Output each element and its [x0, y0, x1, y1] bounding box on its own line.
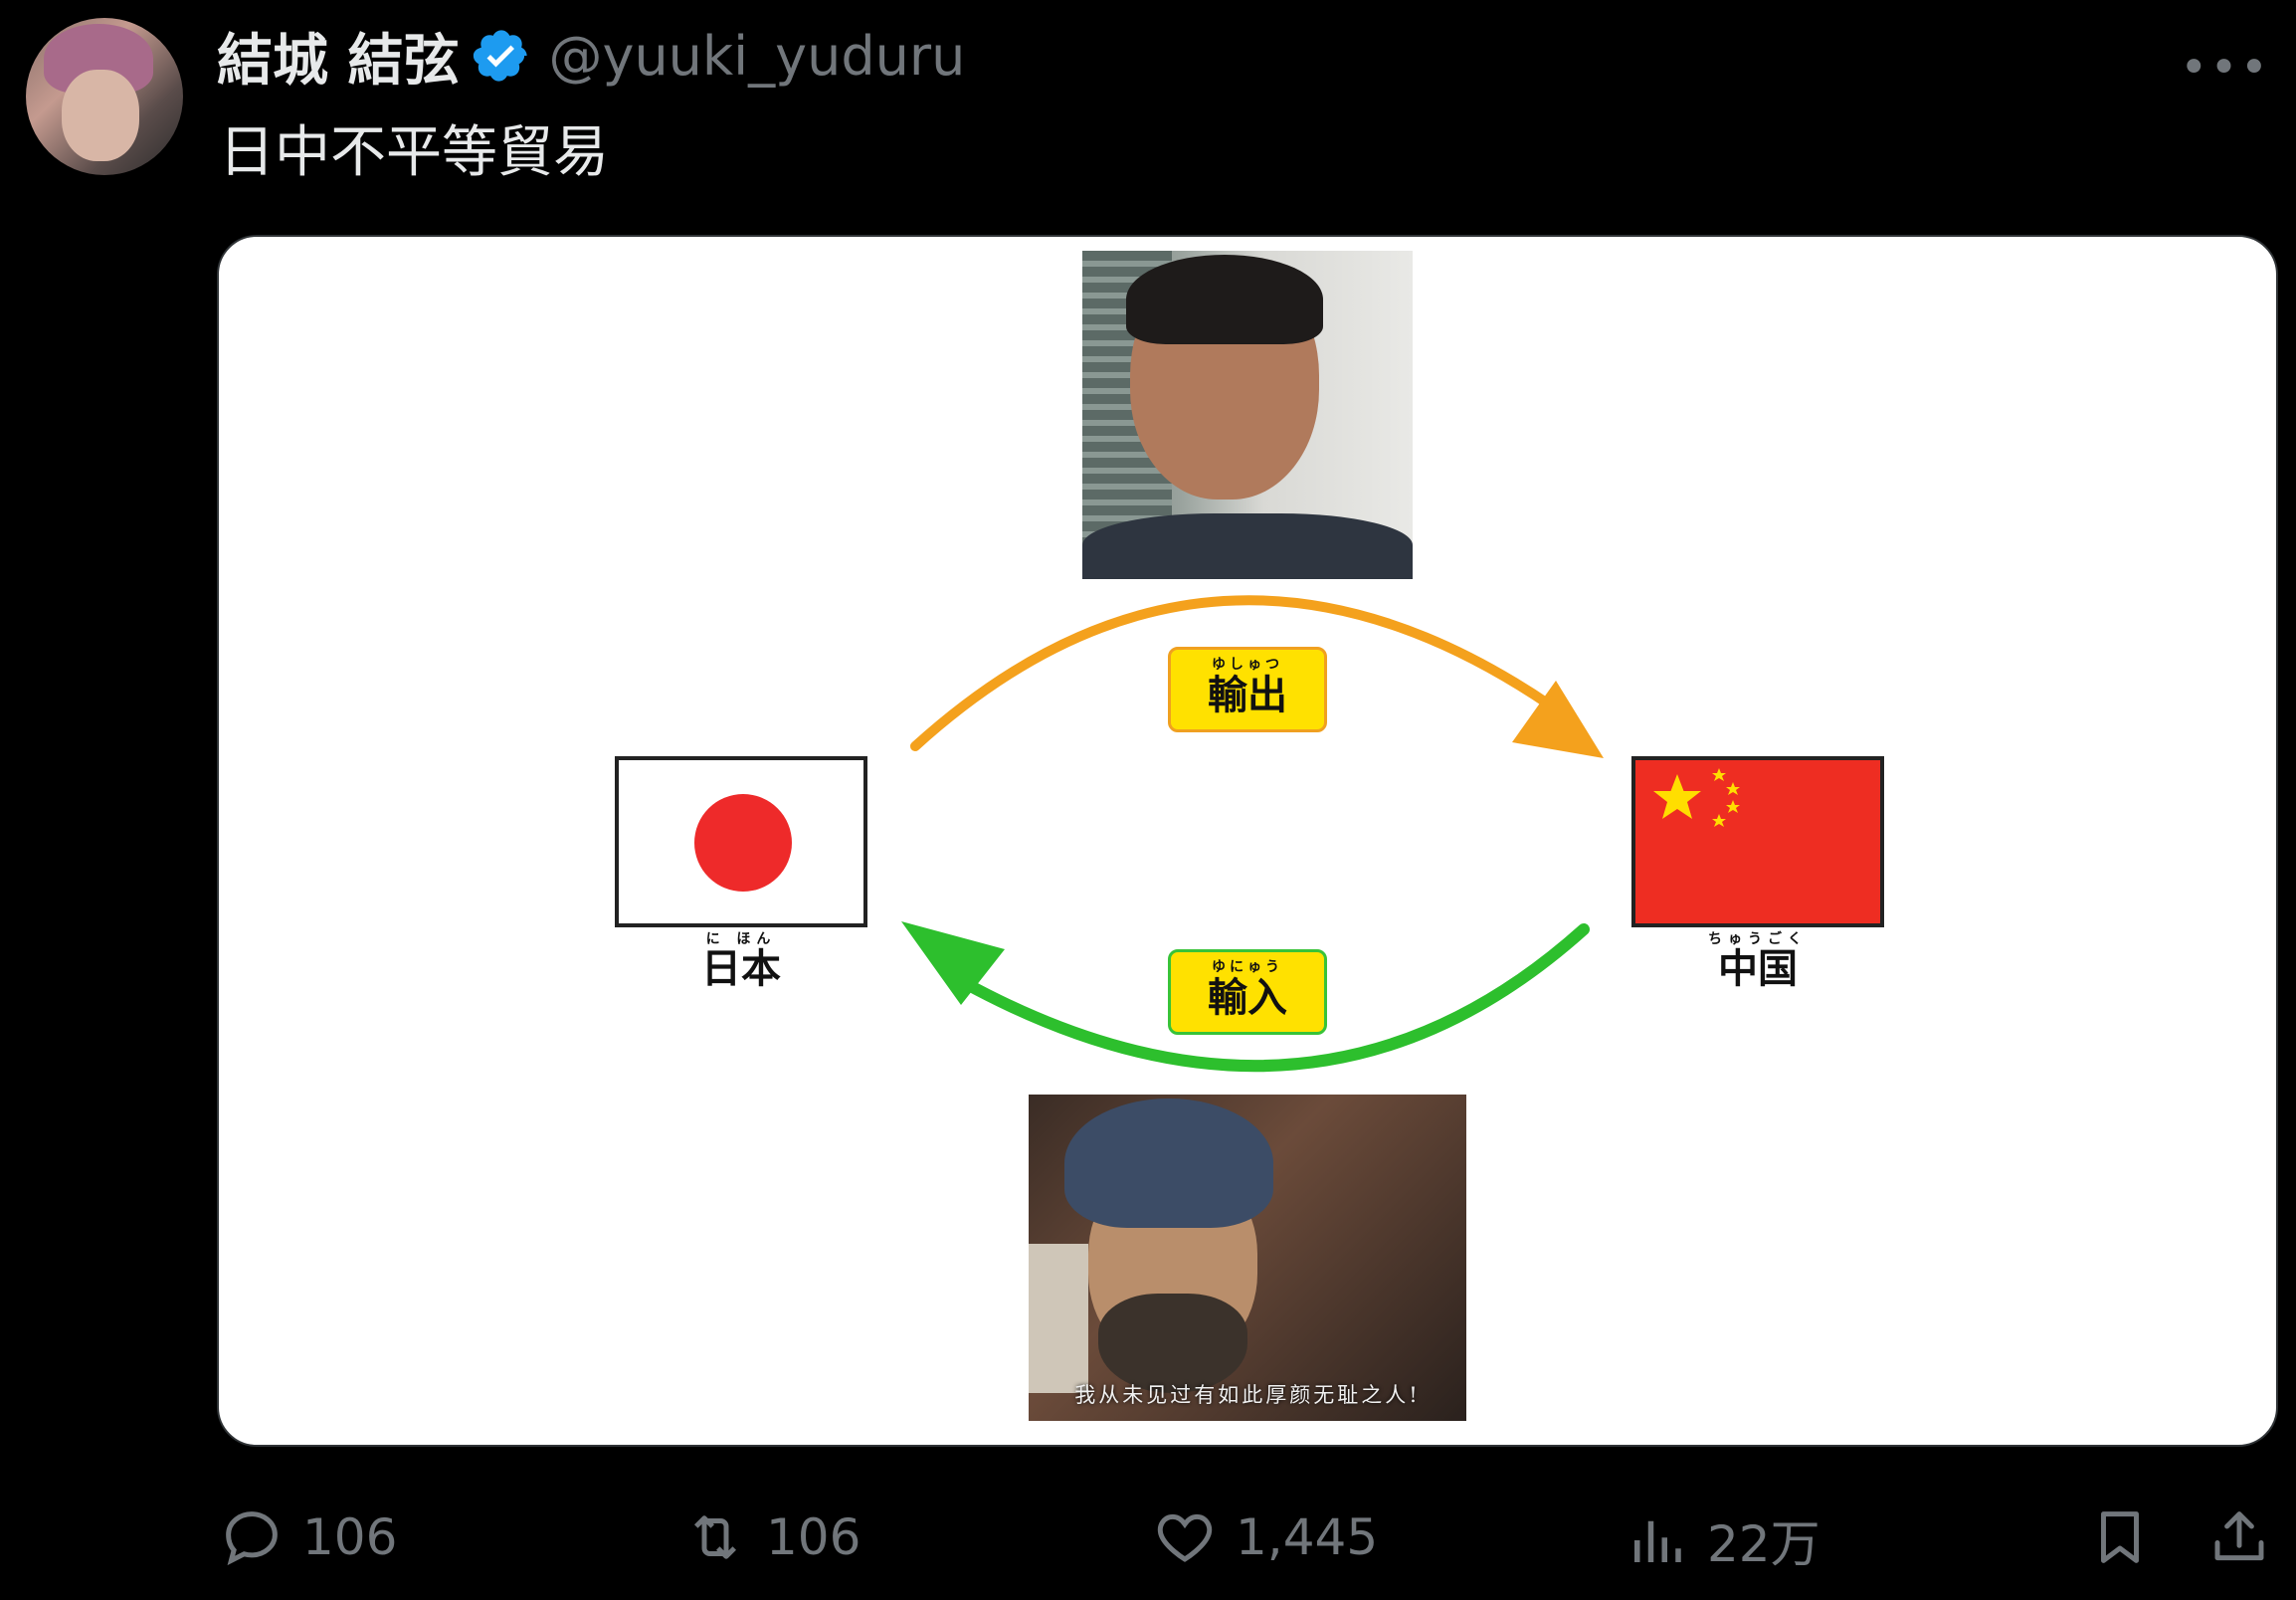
tweet-header: 結城 結弦 @yuuki_yuduru	[217, 20, 966, 94]
japan-flag-icon	[615, 756, 867, 927]
export-word: 輸出	[1208, 673, 1287, 718]
more-icon[interactable]: •••	[2180, 40, 2270, 96]
bookmark-icon	[2101, 1511, 2139, 1563]
export-arrowhead-icon	[1512, 681, 1604, 758]
bookmark-button[interactable]	[2087, 1504, 2153, 1570]
top-photo	[1082, 251, 1413, 579]
photo-shirt	[1082, 513, 1413, 579]
author-avatar[interactable]	[26, 18, 183, 175]
china-flag-icon	[1631, 756, 1884, 927]
share-icon	[2214, 1511, 2264, 1561]
tweet-media-image[interactable]: ゆしゅつ 輸出 に ほん 日本 ちゅうごく 中国 ゆにゅう 輸入 我从未见过有如…	[217, 235, 2278, 1447]
export-arrow-path	[910, 595, 1557, 751]
views-count: 22万	[1707, 1515, 1820, 1573]
tweet-text: 日中不平等貿易	[219, 120, 609, 185]
photo-sign	[1029, 1244, 1088, 1393]
import-label: ゆにゅう 輸入	[1168, 949, 1327, 1035]
like-icon	[1157, 1513, 1213, 1562]
japan-word: 日本	[701, 946, 781, 992]
reply-count: 106	[302, 1508, 398, 1566]
japan-ruby: に ほん	[705, 931, 777, 947]
reply-icon	[226, 1511, 278, 1566]
retweet-icon	[693, 1515, 737, 1559]
author-name[interactable]: 結城 結弦	[217, 28, 460, 94]
japan-label: に ほん 日本	[657, 931, 826, 991]
photo-beard	[1098, 1294, 1247, 1393]
bottom-photo: 我从未见过有如此厚颜无耻之人!	[1029, 1095, 1466, 1421]
import-word: 輸入	[1208, 975, 1287, 1021]
like-count: 1,445	[1236, 1508, 1379, 1566]
tweet-actions: 106 106 1,445 22万	[0, 1493, 2296, 1582]
export-ruby: ゆしゅつ	[1212, 657, 1283, 673]
views-icon	[1634, 1520, 1681, 1562]
reply-button[interactable]: 106	[219, 1504, 397, 1570]
photo-hair	[1126, 255, 1323, 344]
import-ruby: ゆにゅう	[1212, 959, 1283, 975]
share-button[interactable]	[2206, 1504, 2272, 1570]
china-label: ちゅうごく 中国	[1673, 931, 1842, 991]
china-ruby: ちゅうごく	[1708, 931, 1808, 947]
retweet-button[interactable]: 106	[682, 1504, 861, 1570]
verified-badge-icon	[473, 30, 527, 82]
avatar-face	[62, 70, 139, 161]
export-label: ゆしゅつ 輸出	[1168, 647, 1327, 732]
import-arrowhead-icon	[901, 921, 1005, 1005]
author-handle[interactable]: @yuuki_yuduru	[548, 24, 966, 88]
views-button[interactable]: 22万	[1624, 1504, 1820, 1576]
china-word: 中国	[1718, 946, 1798, 992]
photo-hat	[1064, 1099, 1273, 1228]
china-flag-stars-icon	[1653, 768, 1740, 827]
trade-arrows	[901, 595, 1604, 1073]
retweet-count: 106	[766, 1508, 861, 1566]
import-arrow-path	[959, 923, 1590, 1073]
japan-flag-sun	[694, 794, 792, 892]
photo-subtitle: 我从未见过有如此厚颜无耻之人!	[1074, 1383, 1421, 1407]
like-button[interactable]: 1,445	[1152, 1504, 1378, 1570]
